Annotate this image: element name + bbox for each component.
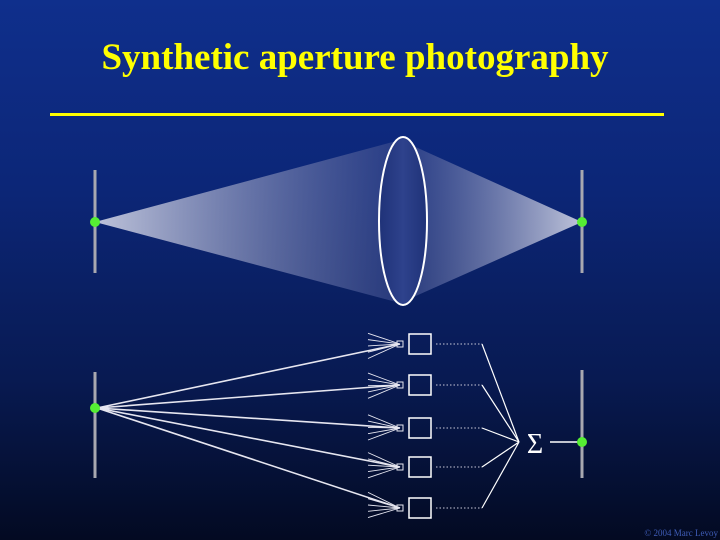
title-underline <box>50 113 664 116</box>
fan-ray <box>367 466 401 472</box>
camera-sensors <box>396 333 432 519</box>
rays-from-scene-point <box>96 343 401 509</box>
lens-diagram <box>90 136 587 306</box>
fan-ray <box>367 464 401 468</box>
camera-sensor <box>408 417 432 439</box>
sum-symbol: Σ <box>527 429 543 460</box>
fan-ray <box>367 343 401 353</box>
output-point <box>577 437 587 447</box>
sum-connector <box>481 384 520 443</box>
sum-connector <box>481 441 520 509</box>
fan-ray <box>367 378 401 386</box>
scene-ray <box>96 407 401 468</box>
fan-ray <box>367 466 401 479</box>
scene-ray <box>96 407 401 429</box>
camera-array-diagram: Σ <box>90 332 587 519</box>
fan-ray <box>367 504 401 509</box>
right-light-cone <box>400 140 582 303</box>
fan-ray <box>367 427 401 435</box>
fan-ray <box>367 491 401 509</box>
fan-ray <box>367 458 401 468</box>
fan-ray <box>367 384 401 399</box>
fan-ray <box>367 452 401 468</box>
scene-ray <box>96 343 401 409</box>
fan-ray <box>367 384 401 387</box>
sum-connector <box>481 441 520 468</box>
fan-ray <box>367 498 401 509</box>
camera-aperture <box>396 381 404 389</box>
fan-ray <box>367 507 401 512</box>
fan-ray <box>367 426 401 429</box>
fan-ray <box>367 372 401 386</box>
lens <box>378 136 428 306</box>
camera-sensor <box>408 374 432 396</box>
camera-aperture <box>396 424 404 432</box>
sum-connector <box>481 343 520 443</box>
fan-ray <box>367 339 401 345</box>
camera-aperture <box>396 504 404 512</box>
camera-aperture <box>396 463 404 471</box>
sum-connector <box>481 427 520 443</box>
scene-ray <box>96 407 401 509</box>
fan-ray <box>367 507 401 519</box>
scene-ray <box>96 384 401 409</box>
camera-ray-fans <box>367 332 401 519</box>
camera-aperture <box>396 340 404 348</box>
scene-point <box>90 403 100 413</box>
object-point <box>90 217 100 227</box>
image-point <box>577 217 587 227</box>
left-light-cone <box>95 140 400 303</box>
slide-title: Synthetic aperture photography <box>101 37 609 78</box>
fan-ray <box>367 427 401 441</box>
fan-ray <box>367 384 401 393</box>
fan-ray <box>367 343 401 359</box>
fan-ray <box>367 420 401 429</box>
sum-connections <box>436 343 520 509</box>
copyright-notice: © 2004 Marc Levoy <box>644 528 718 538</box>
camera-sensor <box>408 497 432 519</box>
fan-ray <box>367 332 401 345</box>
fan-ray <box>367 343 401 347</box>
fan-ray <box>367 414 401 429</box>
camera-sensor <box>408 333 432 355</box>
camera-sensor <box>408 456 432 478</box>
